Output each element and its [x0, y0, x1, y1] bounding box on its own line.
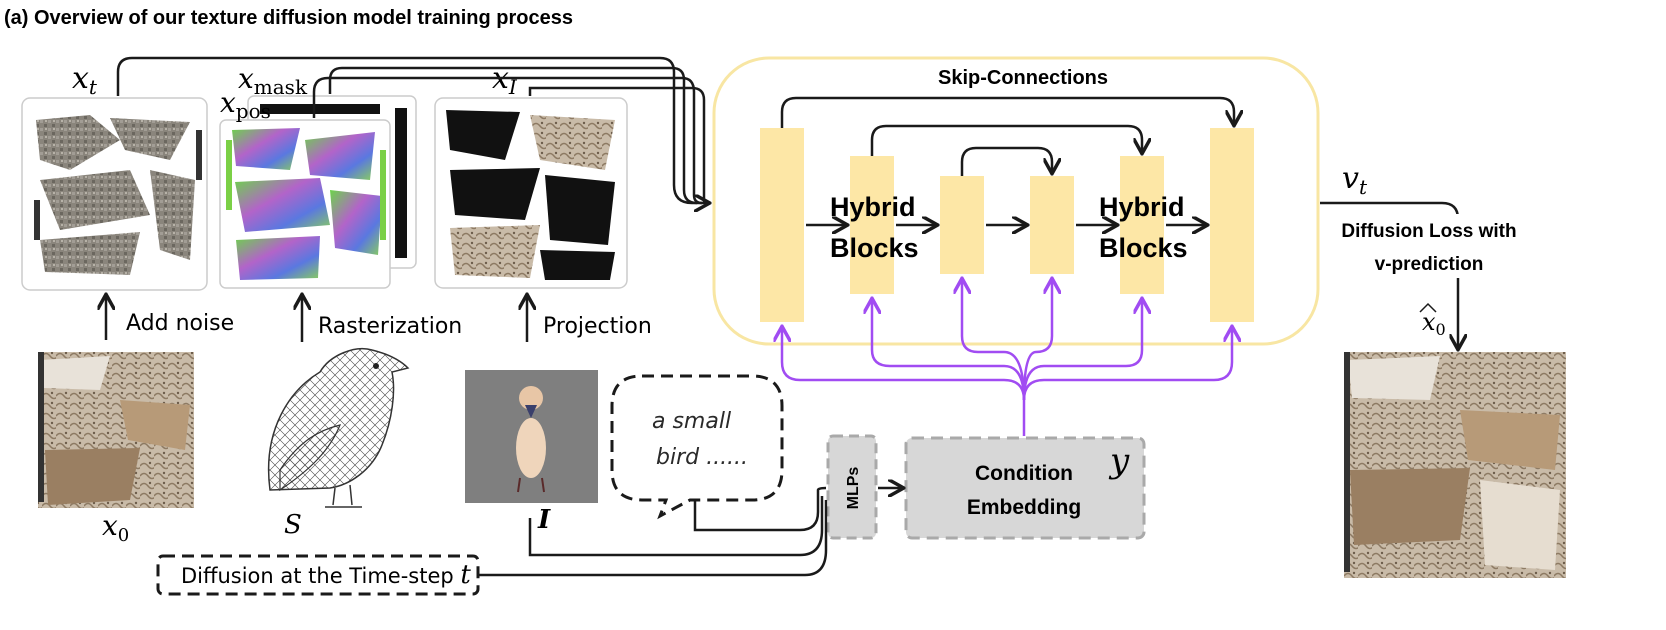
x-i-label: xI [492, 61, 518, 99]
skip-connection-middle [870, 124, 1142, 156]
s-label: S [284, 510, 302, 540]
v-t-label: vt [1342, 161, 1368, 199]
figure-title: (a) Overview of our texture diffusion mo… [4, 7, 573, 29]
unet-block-1 [760, 128, 804, 322]
embedding-label-line1: Condition [975, 462, 1073, 485]
skip-connection-inner [960, 146, 1052, 176]
predicted-texture-map [1344, 352, 1566, 578]
bird-mesh-icon [267, 348, 410, 508]
x-0-label: x0 [102, 509, 129, 546]
mlps-box [826, 434, 878, 540]
x-mask-input-line [328, 66, 698, 205]
rendered-bird-image [465, 370, 598, 503]
mlps-label: MLPs [845, 467, 862, 510]
x0-hat-label: x0 [1422, 308, 1446, 339]
projection-label: Projection [543, 314, 652, 339]
text-prompt-bubble [610, 374, 784, 520]
i-label: I [537, 505, 551, 535]
y-label: y [1108, 441, 1130, 481]
projected-image-texture-map [434, 97, 628, 289]
hybrid-blocks-right-line2: Blocks [1099, 233, 1188, 263]
x-pos-label: xpos [220, 86, 271, 123]
unet-block-4 [1030, 176, 1074, 274]
hybrid-blocks-left-line2: Blocks [830, 233, 919, 263]
timestep-label: Diffusion at the Time-step t [181, 560, 471, 590]
hybrid-blocks-left-line1: Hybrid [830, 192, 916, 222]
loss-label-line1: Diffusion Loss with [1341, 221, 1516, 242]
x-pos-input-line [312, 76, 703, 205]
skip-connections-label: Skip-Connections [938, 67, 1108, 89]
embedding-label-line2: Embedding [967, 496, 1081, 519]
unet-block-6 [1210, 128, 1254, 322]
loss-label-bg [1326, 214, 1532, 278]
clean-texture-map [38, 352, 194, 508]
add-noise-label: Add noise [126, 311, 234, 336]
skip-connection-outer [780, 96, 1234, 128]
x-i-input-line [528, 86, 706, 203]
rasterization-label: Rasterization [318, 314, 462, 339]
prompt-text-line2: bird ...... [656, 445, 748, 470]
unet-block-5 [1120, 156, 1164, 294]
x-t-label: xt [72, 61, 98, 99]
unet-block-2 [850, 156, 894, 294]
timestep-to-mlps-line [478, 500, 828, 577]
x-mask-label: xmask [238, 62, 308, 99]
unet-block-3 [940, 176, 984, 274]
loss-label-line2: v-prediction [1375, 254, 1484, 275]
image-to-mlps-line [528, 496, 824, 557]
prompt-text-line1: a small [652, 409, 731, 434]
prompt-to-mlps-line [693, 486, 827, 532]
noisy-texture-map [21, 97, 208, 291]
condition-embedding-box [904, 436, 1146, 540]
position-texture-map [219, 119, 391, 289]
hat-icon [1419, 302, 1437, 313]
condition-arrows [782, 280, 1232, 436]
x-t-input-line [116, 56, 708, 203]
hybrid-blocks-right-line1: Hybrid [1099, 192, 1185, 222]
